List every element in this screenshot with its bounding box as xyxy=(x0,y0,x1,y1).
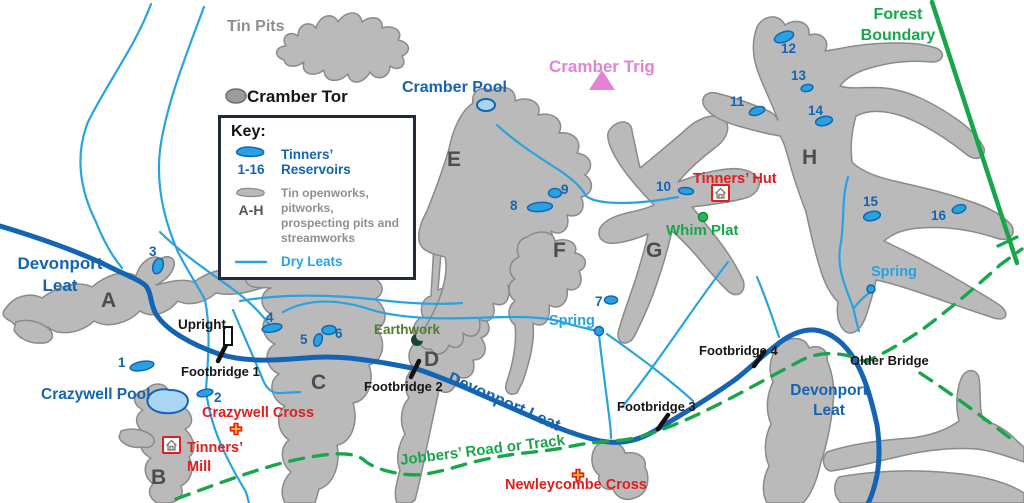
reservoir-9 xyxy=(547,187,563,199)
reservoir-3 xyxy=(151,257,165,275)
reservoir-16 xyxy=(951,203,967,215)
track-branch-southeast xyxy=(918,371,1016,443)
dry-leat-upright-south xyxy=(231,308,302,395)
tinners-mill-icon xyxy=(162,436,181,454)
upright-marker xyxy=(223,326,233,346)
footbridge-4-tick xyxy=(751,349,767,369)
earthwork-marker xyxy=(411,331,426,346)
reservoir-8 xyxy=(526,201,554,213)
spring-mid-stream xyxy=(597,333,613,440)
forest-boundary-tick xyxy=(996,235,1019,248)
area-b-blob-arm xyxy=(118,428,155,449)
crazywell-pool xyxy=(146,388,190,415)
spring-east-dot xyxy=(866,284,876,294)
dry-leat-northwest-2 xyxy=(157,5,251,503)
dry-leat-northwest-1 xyxy=(79,2,153,270)
dry-leat-g-diagonal-2 xyxy=(605,332,695,403)
spring-mid-dot xyxy=(593,325,605,337)
southeast-blob-upper-arm xyxy=(822,369,1024,472)
map-key: Key: 1-16 Tinners’ Reservoirs A-H Tin op… xyxy=(218,115,416,280)
tinners-reservoirs xyxy=(129,30,967,398)
cramber-tor-blob xyxy=(225,88,247,104)
reservoir-2 xyxy=(196,388,214,398)
dry-leat-key-icon xyxy=(234,260,268,264)
reservoir-6 xyxy=(321,324,337,336)
area-a-blob-arm xyxy=(13,319,54,344)
footbridge-2-tick xyxy=(408,358,422,380)
h-stream xyxy=(838,175,861,333)
reservoir-10 xyxy=(677,186,695,196)
reservoir-15 xyxy=(862,210,882,222)
workings-key-icon xyxy=(235,187,265,198)
reservoir-5 xyxy=(312,332,324,348)
crazywell-cross-marker xyxy=(229,422,243,436)
key-reservoir-label: Tinners’ Reservoirs xyxy=(281,147,351,177)
reservoir-11 xyxy=(748,105,766,117)
jobbers-road-track xyxy=(174,247,1024,501)
reservoir-13 xyxy=(800,83,814,93)
cramber-pool-stream xyxy=(495,123,680,205)
area-h-blob xyxy=(702,16,1014,334)
footbridge-1-tick xyxy=(215,342,229,364)
southeast-blob-main xyxy=(762,337,835,503)
footbridge-3-tick xyxy=(655,412,671,432)
forest-boundary-line xyxy=(929,0,1020,266)
key-works-label: Tin openworks, pitworks, prospecting pit… xyxy=(281,186,400,245)
reservoir-7 xyxy=(603,295,619,305)
cramber-trig-triangle xyxy=(589,70,615,90)
tinners-hut-icon xyxy=(711,184,730,202)
dry-leats xyxy=(79,2,872,503)
key-title: Key: xyxy=(231,123,266,140)
reservoir-12 xyxy=(773,30,795,44)
spring-east-stream xyxy=(853,290,872,309)
footbridge-ticks xyxy=(215,342,767,432)
reservoir-14 xyxy=(814,115,834,127)
reservoir-4 xyxy=(261,322,283,334)
newleycombe-blob xyxy=(591,441,649,501)
area-f-blob xyxy=(505,231,587,395)
dry-leat-g-diagonal-1 xyxy=(620,260,730,409)
area-g-blob xyxy=(598,115,760,344)
area-e-blob xyxy=(418,86,593,355)
reservoir-key-icon xyxy=(235,146,265,158)
devonport-leat-channel xyxy=(0,223,882,503)
area-c-blob xyxy=(243,244,386,503)
tin-workings-blobs xyxy=(2,12,1024,503)
southeast-blob-lower-arm xyxy=(834,470,1024,503)
key-dry-leats-label: Dry Leats xyxy=(281,253,343,269)
reservoir-1 xyxy=(129,360,155,372)
g-east-stream xyxy=(755,275,781,339)
tin-pits-blob xyxy=(275,12,410,83)
dry-leat-c-upper xyxy=(238,294,464,305)
dry-leat-a-to-c xyxy=(158,230,273,329)
newleycombe-cross-marker xyxy=(571,468,585,482)
key-works-range: A-H xyxy=(238,202,264,218)
dry-leat-c-to-spring xyxy=(281,300,599,333)
key-reservoir-range: 1-16 xyxy=(237,162,265,177)
cramber-pool xyxy=(476,98,496,112)
whim-plat-dot xyxy=(697,211,709,223)
